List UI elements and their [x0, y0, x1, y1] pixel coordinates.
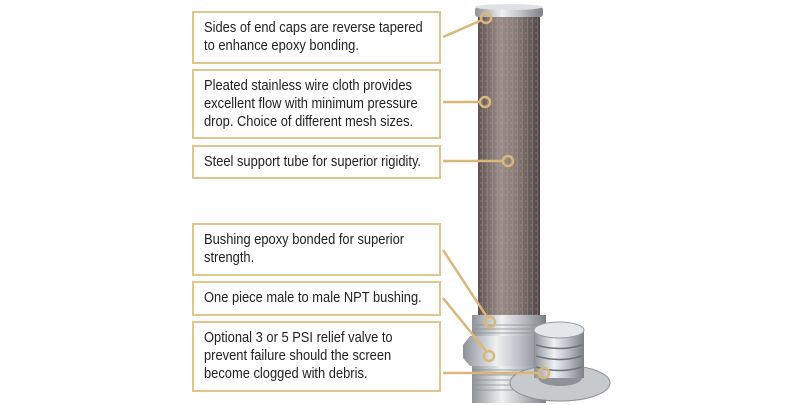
callout-relief-valve: Optional 3 or 5 PSI relief valve to prev…: [192, 321, 441, 392]
filter-tube: [478, 14, 540, 322]
leader-lines: [441, 11, 551, 380]
callout-text: Steel support tube for superior rigidity…: [204, 153, 422, 170]
callout-text: Sides of end caps are reverse tapered to…: [204, 19, 423, 54]
callout-text: Optional 3 or 5 PSI relief valve to prev…: [204, 329, 393, 382]
callout-text: One piece male to male NPT bushing.: [204, 289, 422, 306]
relief-valve: [509, 321, 611, 402]
callout-text: Bushing epoxy bonded for superior streng…: [204, 231, 405, 266]
callout-end-caps: Sides of end caps are reverse tapered to…: [192, 11, 441, 64]
callout-support-tube: Steel support tube for superior rigidity…: [192, 145, 441, 179]
callout-wire-cloth: Pleated stainless wire cloth provides ex…: [192, 69, 441, 139]
callout-npt-bushing: One piece male to male NPT bushing.: [192, 281, 441, 316]
end-cap: [475, 4, 543, 17]
callout-text: Pleated stainless wire cloth provides ex…: [204, 77, 418, 130]
callout-bushing-epoxy: Bushing epoxy bonded for superior streng…: [192, 223, 441, 276]
